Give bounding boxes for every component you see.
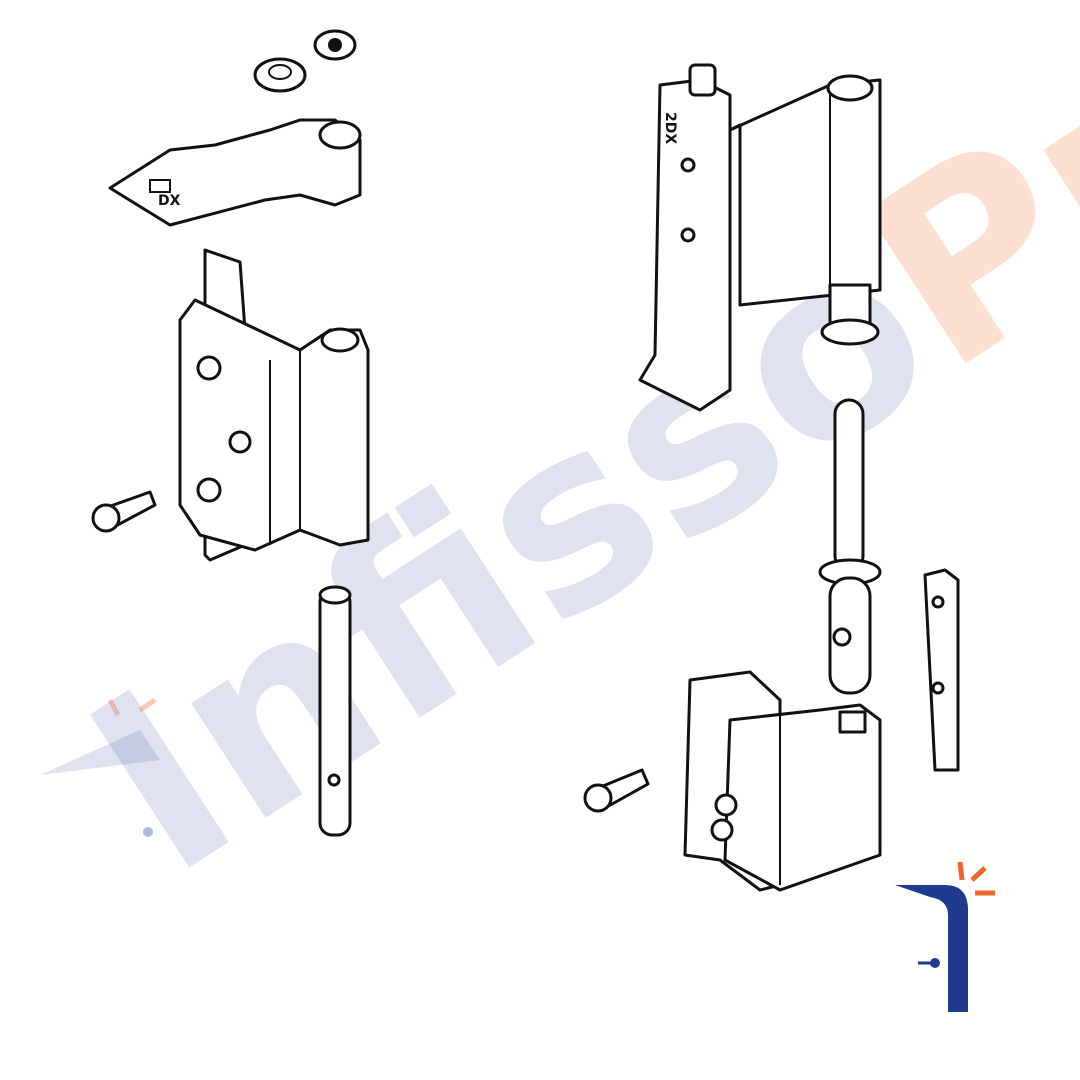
- right-screw: [583, 768, 650, 813]
- washer-and-screw-cap: [253, 29, 357, 93]
- right-frame-leaf: [683, 670, 882, 892]
- top-plate-with-pivot: DX: [108, 118, 362, 227]
- right-sash-leaf: 2DX: [638, 63, 882, 412]
- spacer-strip: [923, 568, 960, 772]
- right-pin: [818, 398, 882, 695]
- left-screw: [91, 490, 157, 533]
- watermark-mark: [40, 697, 160, 837]
- left-pin: [318, 585, 352, 837]
- right-bushing: [820, 283, 880, 346]
- infissopro-logo-icon: [895, 861, 995, 1012]
- left-plate-marking: DX: [158, 193, 181, 209]
- left-frame-leaf: [178, 248, 370, 562]
- right-hinge-marking: 2DX: [662, 112, 678, 144]
